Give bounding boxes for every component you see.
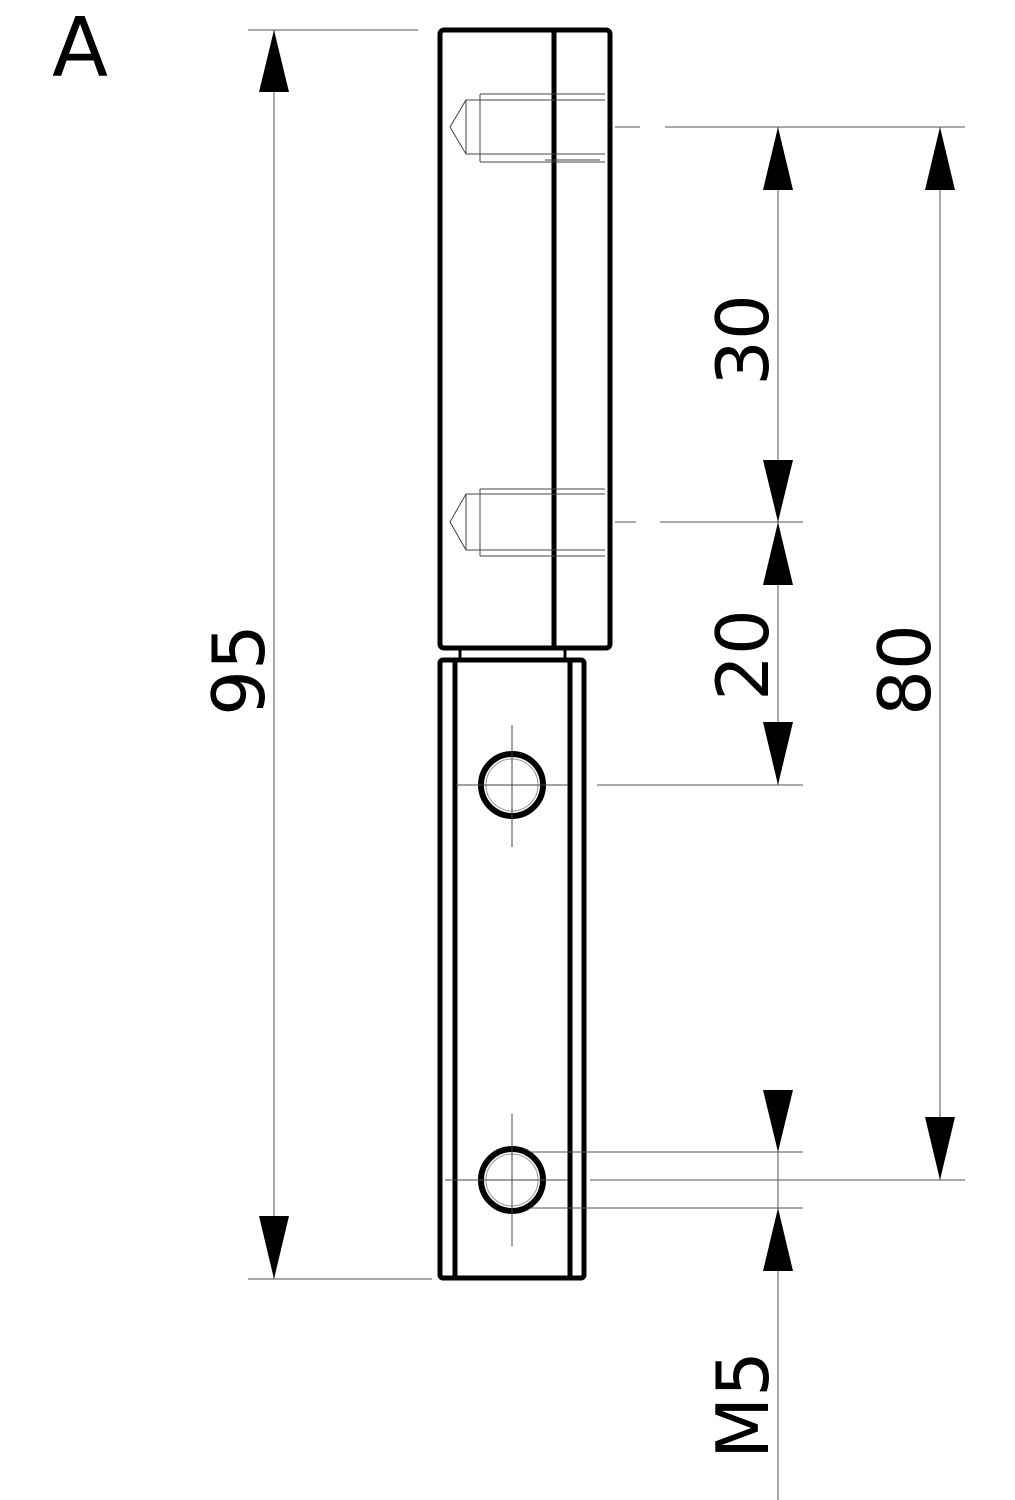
mounting-hole-lower (445, 1114, 568, 1246)
view-label: A (52, 1, 109, 96)
dimension-80: 80 (863, 127, 955, 1180)
threaded-hole-top (449, 93, 605, 163)
threaded-hole-middle (449, 488, 605, 557)
dimension-20-label: 20 (701, 609, 785, 701)
mounting-hole-upper (456, 725, 568, 847)
lower-block (437, 657, 587, 1281)
dimension-m5: M5 (701, 1090, 793, 1500)
dimension-80-label: 80 (863, 624, 947, 716)
upper-block (437, 27, 613, 651)
dimension-95: 95 (197, 29, 432, 1280)
dimension-20: 20 (701, 522, 793, 785)
dimension-30-label: 30 (701, 294, 785, 386)
dimension-30: 30 (701, 127, 793, 785)
dimension-95-label: 95 (197, 624, 281, 716)
dimension-m5-label: M5 (701, 1351, 785, 1459)
